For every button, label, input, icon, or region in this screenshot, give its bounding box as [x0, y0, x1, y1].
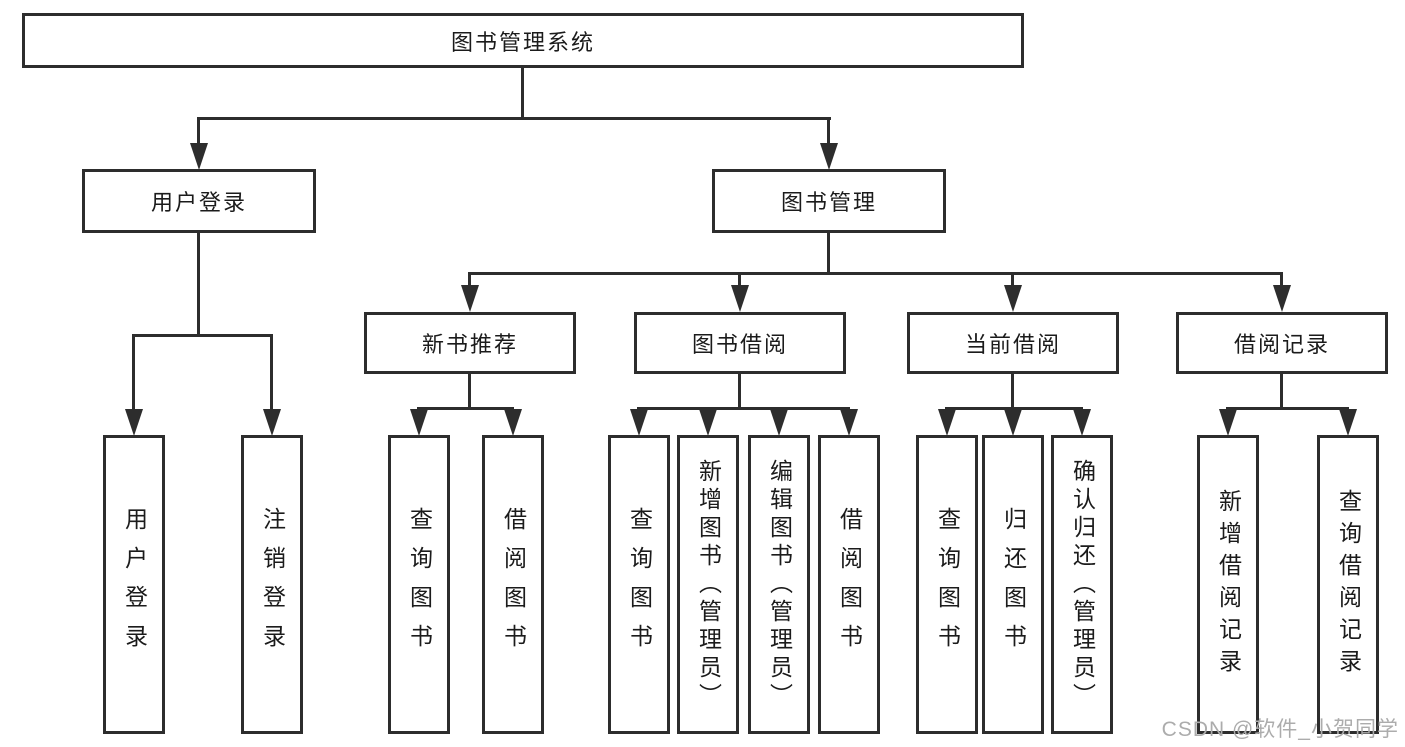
- leaf-confirm-return-admin-label: 确认归还（管理员）: [1069, 458, 1096, 711]
- leaf-query-book-2-label: 查询图书: [626, 506, 653, 663]
- leaf-return-book-label: 归还图书: [1000, 506, 1027, 663]
- leaf-borrow-book-1: 借阅图书: [482, 435, 544, 734]
- connector-line: [468, 272, 1283, 275]
- node-current-borrow-label: 当前借阅: [964, 332, 1061, 357]
- leaf-edit-book-admin: 编辑图书（管理员）: [748, 435, 810, 734]
- arrowhead-down-icon: [820, 143, 838, 170]
- leaf-add-book-admin: 新增图书（管理员）: [677, 435, 739, 734]
- arrowhead-down-icon: [938, 409, 956, 436]
- connector-line: [738, 374, 741, 409]
- arrowhead-down-icon: [263, 409, 281, 436]
- leaf-add-borrow-record-label: 新增借阅记录: [1215, 488, 1242, 681]
- arrowhead-down-icon: [1073, 409, 1091, 436]
- leaf-query-book-1: 查询图书: [388, 435, 450, 734]
- arrowhead-down-icon: [190, 143, 208, 170]
- connector-line: [270, 334, 273, 412]
- leaf-query-book-2: 查询图书: [608, 435, 670, 734]
- connector-line: [468, 374, 471, 409]
- node-user-login-label: 用户登录: [150, 190, 247, 215]
- leaf-user-login-label: 用户登录: [121, 506, 148, 663]
- node-new-book-recommend: 新书推荐: [364, 312, 576, 374]
- arrowhead-down-icon: [504, 409, 522, 436]
- leaf-query-book-3: 查询图书: [916, 435, 978, 734]
- connector-line: [1226, 407, 1349, 410]
- connector-line: [827, 233, 830, 274]
- node-book-management-label: 图书管理: [780, 190, 877, 215]
- node-current-borrow: 当前借阅: [907, 312, 1119, 374]
- node-book-borrow: 图书借阅: [634, 312, 846, 374]
- leaf-user-login: 用户登录: [103, 435, 165, 734]
- connector-line: [1280, 374, 1283, 409]
- node-book-management: 图书管理: [712, 169, 946, 233]
- leaf-add-book-admin-label: 新增图书（管理员）: [695, 458, 722, 711]
- leaf-query-book-1-label: 查询图书: [406, 506, 433, 663]
- leaf-borrow-book-2-label: 借阅图书: [836, 506, 863, 663]
- node-root-label: 图书管理系统: [450, 29, 595, 55]
- connector-line: [827, 117, 830, 145]
- leaf-borrow-book-1-label: 借阅图书: [500, 506, 527, 663]
- arrowhead-down-icon: [1273, 285, 1291, 312]
- connector-line: [1011, 374, 1014, 409]
- arrowhead-down-icon: [125, 409, 143, 436]
- connector-line: [468, 272, 471, 288]
- connector-line: [945, 407, 1083, 410]
- connector-line: [738, 272, 741, 288]
- leaf-query-borrow-record: 查询借阅记录: [1317, 435, 1379, 734]
- arrowhead-down-icon: [1339, 409, 1357, 436]
- leaf-add-borrow-record: 新增借阅记录: [1197, 435, 1259, 734]
- connector-line: [132, 334, 273, 337]
- node-user-login: 用户登录: [82, 169, 316, 233]
- arrowhead-down-icon: [1219, 409, 1237, 436]
- leaf-confirm-return-admin: 确认归还（管理员）: [1051, 435, 1113, 734]
- connector-line: [197, 117, 831, 120]
- arrowhead-down-icon: [840, 409, 858, 436]
- node-borrow-records-label: 借阅记录: [1233, 332, 1330, 357]
- node-new-book-recommend-label: 新书推荐: [421, 332, 518, 357]
- connector-line: [197, 233, 200, 336]
- connector-line: [1011, 272, 1014, 288]
- node-book-borrow-label: 图书借阅: [691, 332, 788, 357]
- node-root: 图书管理系统: [22, 13, 1024, 68]
- leaf-logout: 注销登录: [241, 435, 303, 734]
- leaf-borrow-book-2: 借阅图书: [818, 435, 880, 734]
- arrowhead-down-icon: [1004, 285, 1022, 312]
- arrowhead-down-icon: [630, 409, 648, 436]
- connector-line: [1280, 272, 1283, 288]
- connector-line: [417, 407, 514, 410]
- arrowhead-down-icon: [770, 409, 788, 436]
- csdn-watermark: CSDN @软件_小贺同学: [1161, 718, 1399, 741]
- connector-line: [637, 407, 850, 410]
- arrowhead-down-icon: [731, 285, 749, 312]
- arrowhead-down-icon: [461, 285, 479, 312]
- leaf-query-book-3-label: 查询图书: [934, 506, 961, 663]
- leaf-query-borrow-record-label: 查询借阅记录: [1335, 488, 1362, 681]
- arrowhead-down-icon: [699, 409, 717, 436]
- leaf-edit-book-admin-label: 编辑图书（管理员）: [766, 458, 793, 711]
- connector-line: [132, 334, 135, 412]
- node-borrow-records: 借阅记录: [1176, 312, 1388, 374]
- arrowhead-down-icon: [1004, 409, 1022, 436]
- connector-line: [521, 68, 524, 118]
- leaf-logout-label: 注销登录: [259, 506, 286, 663]
- connector-line: [197, 117, 200, 145]
- leaf-return-book: 归还图书: [982, 435, 1044, 734]
- arrowhead-down-icon: [410, 409, 428, 436]
